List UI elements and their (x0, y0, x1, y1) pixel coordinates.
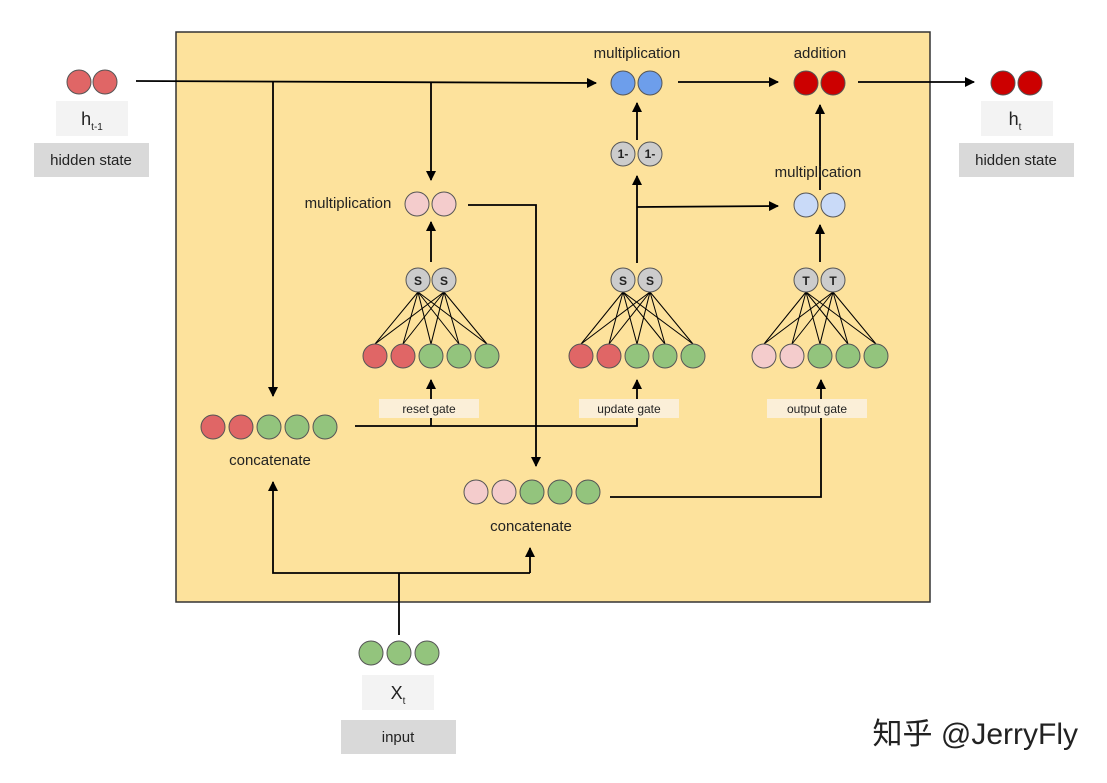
addition-node (793, 70, 846, 96)
output-gate-input-unit (779, 343, 805, 369)
one-minus-node: 1- 1- (610, 141, 663, 167)
output-gate-input-unit (863, 343, 889, 369)
input-symbol: Xt (391, 683, 406, 707)
update-gate-connection (580, 291, 624, 345)
reset-gate-activation-label: S (440, 274, 448, 288)
update-gate-connection (649, 291, 666, 345)
top-multiplication-node (610, 70, 663, 96)
reset-gate-connection (374, 291, 419, 345)
update-gate-connection (636, 291, 651, 345)
output-gate-activation-label: T (829, 274, 837, 288)
output-gate-input-unit (751, 343, 777, 369)
reset-gate-input-unit (446, 343, 472, 369)
reset-gate-input-unit (474, 343, 500, 369)
label-addition: addition (794, 45, 847, 62)
gru-cell-box (175, 31, 931, 603)
output-gate-input-unit (807, 343, 833, 369)
update-gate-activation-label: S (619, 274, 627, 288)
update-gate-input-unit (568, 343, 594, 369)
update-gate-input-unit (624, 343, 650, 369)
right-multiplication-node (793, 192, 846, 218)
reset-gate-connection (417, 291, 488, 345)
hidden-prev-vector (66, 69, 118, 95)
reset-gate-connection (417, 291, 460, 345)
reset-gate-activation-label: S (414, 274, 422, 288)
hidden-out-vector (990, 70, 1043, 96)
output-gate-activation-unit (793, 267, 819, 293)
middle-concatenate-vector (463, 479, 601, 505)
update-gate-label: update gate (597, 402, 661, 416)
reset-gate-connection (417, 291, 432, 345)
label-multiplication-right: multiplication (775, 164, 862, 181)
input-caption: input (382, 729, 415, 746)
output-gate-connection (832, 291, 849, 345)
reset-gate-input-unit (418, 343, 444, 369)
hidden-out-caption: hidden state (975, 152, 1057, 169)
update-gate-connection (580, 291, 651, 345)
output-gate-label: output gate (787, 402, 847, 416)
left-concatenate-vector (200, 414, 338, 440)
input-vector (358, 640, 440, 666)
label-multiplication-top: multiplication (594, 45, 681, 62)
update-gate-input-unit (680, 343, 706, 369)
hidden-out-symbol: ht (1009, 109, 1022, 133)
label-concatenate-left: concatenate (229, 452, 311, 469)
output-gate-connection (763, 291, 834, 345)
reset-gate-label: reset gate (402, 402, 456, 416)
update-gate-connection (608, 291, 651, 345)
reset-gate-connection (430, 291, 445, 345)
one-minus-label-2: 1- (645, 147, 656, 161)
label-concatenate-middle: concatenate (490, 518, 572, 535)
hidden-prev-caption: hidden state (50, 152, 132, 169)
watermark: 知乎 @JerryFly (873, 718, 1078, 751)
reset-gate-connection (402, 291, 445, 345)
update-gate-activation-unit (610, 267, 636, 293)
reset-gate-activation-unit (431, 267, 457, 293)
update-gate-input-unit (652, 343, 678, 369)
output-gate-input-unit (835, 343, 861, 369)
reset-gate-connection (374, 291, 445, 345)
reset-gate-connection (443, 291, 488, 345)
output-gate-connection (832, 291, 877, 345)
update-gate-activation-unit (637, 267, 663, 293)
one-minus-label-1: 1- (618, 147, 629, 161)
hidden-prev-symbol: ht-1 (81, 109, 103, 133)
label-multiplication-left: multiplication (305, 195, 392, 212)
output-gate-connection (819, 291, 834, 345)
output-gate-connection (763, 291, 807, 345)
output-gate-activation-label: T (802, 274, 810, 288)
update-gate-activation-label: S (646, 274, 654, 288)
reset-gate-connection (402, 291, 419, 345)
reset-gate-input-unit (390, 343, 416, 369)
reset-gate-input-unit (362, 343, 388, 369)
reset-gate-activation-unit (405, 267, 431, 293)
output-gate-connection (791, 291, 834, 345)
update-gate-connection (649, 291, 694, 345)
reset-gate-connection (443, 291, 460, 345)
reset-multiplication-node (404, 191, 457, 217)
output-gate-activation-unit (820, 267, 846, 293)
update-gate-input-unit (596, 343, 622, 369)
